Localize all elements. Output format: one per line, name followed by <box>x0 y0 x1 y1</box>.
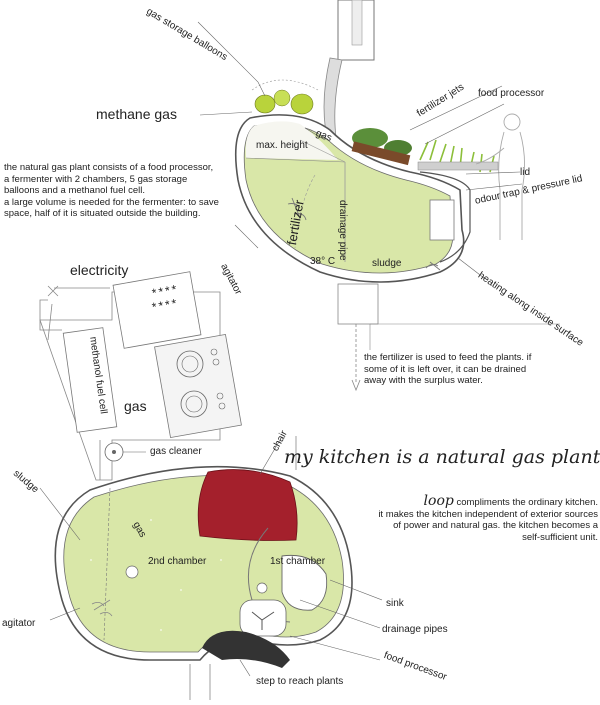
label-sink: sink <box>386 598 404 609</box>
electricity-cable <box>39 285 110 341</box>
label-electricity: electricity <box>70 262 129 278</box>
gas-storage-balloons <box>251 79 319 115</box>
gas-line <box>103 487 111 641</box>
label-first-chamber: 1st chamber <box>270 556 326 567</box>
label-gas-cleaner: gas cleaner <box>150 446 202 457</box>
person-silhouette <box>475 113 525 240</box>
sink-basin <box>281 554 328 611</box>
loop-line-3: of power and natural gas. the kitchen be… <box>393 520 598 531</box>
top-pointers <box>197 21 523 279</box>
label-sludge-top: sludge <box>372 258 402 269</box>
label-max-height: max. height <box>256 140 308 151</box>
label-temperature: 38° C <box>310 256 336 267</box>
bottom-pointers <box>39 439 383 677</box>
gas-cleaner <box>99 440 146 480</box>
label-lid: lid <box>520 167 531 178</box>
fertilizer-note-line-1: the fertilizer is used to feed the plant… <box>364 352 532 363</box>
label-methane-gas: methane gas <box>96 106 177 122</box>
stove <box>154 333 242 439</box>
tank-fill <box>243 123 454 274</box>
wall-section <box>337 0 375 61</box>
fertilizer-note-line-3: away with the surplus water. <box>364 375 483 386</box>
loop-line-2: it makes the kitchen independent of exte… <box>378 508 598 520</box>
speckle <box>90 519 222 631</box>
kitchen-plan-outline <box>39 291 221 481</box>
label-gas-plan: gas <box>124 398 147 414</box>
description-line-1: the natural gas plant consists of a food… <box>4 162 214 173</box>
counter-side <box>419 171 471 263</box>
plan-food-processor <box>239 599 287 637</box>
drain-2 <box>125 565 139 579</box>
fertilizer-note: the fertilizer is used to feed the plant… <box>364 352 594 387</box>
description-line-5: space, half of it is situated outside th… <box>4 208 201 219</box>
drain-1 <box>256 582 268 594</box>
plan-agitator <box>91 599 113 617</box>
label-food-processor-top: food processor <box>478 88 545 99</box>
loop-paragraph: loop compliments the ordinary kitchen. i… <box>358 493 598 543</box>
description-line-3: balloons and a methanol fuel cell. <box>4 185 146 196</box>
internal-pipes <box>294 139 346 262</box>
agitator-section-2 <box>425 261 441 271</box>
gas-headspace <box>245 121 338 160</box>
description-left: the natural gas plant consists of a food… <box>4 162 304 220</box>
loop-line-1: loop compliments the ordinary kitchen. <box>358 493 598 509</box>
page-title: my kitchen is a natural gas plant <box>284 446 600 468</box>
label-drainage-pipe: drainage pipe <box>337 200 348 261</box>
methanol-fuel-cell-box <box>62 327 118 433</box>
agitator-section <box>287 197 307 221</box>
description-line-2: a fermenter with 2 chambers, 5 gas stora… <box>4 173 188 185</box>
description-line-4: a large volume is needed for the ferment… <box>4 196 219 208</box>
hob-box <box>112 271 202 349</box>
fertilizer-note-line-2: some of it is left over, it can be drain… <box>364 363 527 375</box>
loop-line-1-text: compliments the ordinary kitchen. <box>456 497 598 508</box>
loop-word: loop <box>423 493 454 509</box>
label-step: step to reach plants <box>256 676 344 687</box>
plan-walls <box>189 436 297 700</box>
label-second-chamber: 2nd chamber <box>148 556 207 567</box>
floor-structure <box>337 283 560 392</box>
label-agitator-plan: agitator <box>2 618 36 629</box>
loop-line-4: self-sufficient unit. <box>522 531 598 543</box>
step <box>202 630 290 668</box>
top-plants <box>351 128 499 173</box>
label-drainage-pipes: drainage pipes <box>382 624 448 635</box>
chair-seat <box>197 469 298 541</box>
